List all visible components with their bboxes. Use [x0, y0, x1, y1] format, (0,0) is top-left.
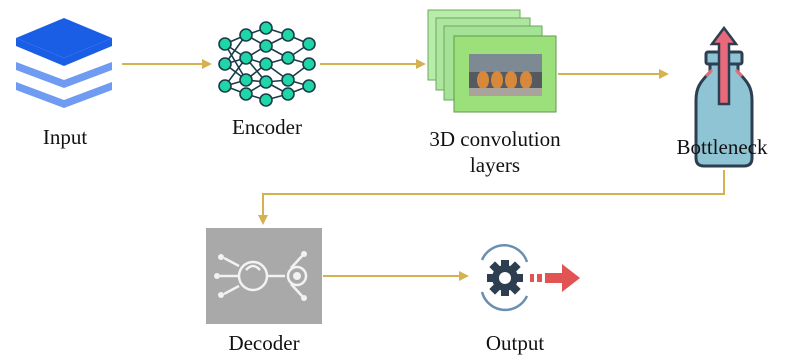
bottle-with-arrow-icon [694, 25, 754, 168]
conv-label-line1: 3D convolution [429, 127, 561, 151]
conv-label-line2: layers [469, 153, 521, 177]
circuit-key-icon [206, 228, 322, 324]
arrow-bottleneck-to-decoder [258, 170, 725, 225]
output-label: Output [485, 331, 545, 355]
stacked-image-frames-icon [427, 9, 557, 113]
encoder-label: Encoder [232, 115, 302, 139]
input-label: Input [42, 125, 88, 149]
bottleneck-label: Bottleneck [676, 135, 768, 159]
layers-stack-icon [16, 18, 112, 108]
connectors [122, 59, 725, 281]
neural-network-icon [218, 21, 316, 107]
decoder-label: Decoder [228, 331, 300, 355]
gear-arrow-icon [480, 244, 580, 312]
